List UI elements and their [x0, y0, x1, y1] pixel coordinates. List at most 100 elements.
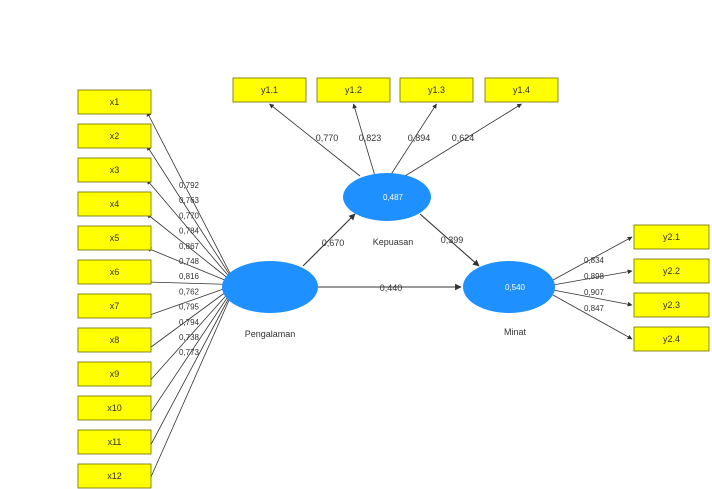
indicator-label: x3 — [110, 165, 120, 175]
loading-value-x11: 0,738 — [179, 333, 200, 342]
edge-loading-x8 — [146, 287, 233, 351]
indicator-x11[interactable]: x11 0,738 — [77, 333, 200, 455]
indicator-y2.2[interactable]: y2.20,898 — [584, 258, 710, 284]
loading-value-y2.1: 0,834 — [584, 256, 605, 265]
indicator-box — [77, 89, 152, 115]
indicator-box — [633, 292, 710, 318]
edges-layer — [146, 103, 633, 487]
construct-kepuasan-value: 0,487 — [383, 193, 404, 202]
edge-loading-x2 — [146, 145, 233, 279]
indicator-x1[interactable]: x1 0,792 — [77, 89, 200, 190]
path-pengalaman-kepuasan-value: 0,670 — [322, 238, 345, 248]
indicator-label: x7 — [110, 301, 120, 311]
indicator-label: y2.1 — [663, 232, 680, 242]
indicator-box — [77, 327, 152, 353]
loading-value-y2.2: 0,898 — [584, 272, 605, 281]
indicator-x10[interactable]: x10 0,794 — [77, 318, 200, 421]
loading-value-x8: 0,762 — [179, 287, 200, 296]
loading-value-x4: 0,784 — [179, 227, 200, 236]
indicator-label: y2.3 — [663, 300, 680, 310]
indicator-x7[interactable]: x7 0,816 — [77, 272, 200, 319]
indicator-x6[interactable]: x6 0,748 — [77, 257, 200, 285]
indicator-box — [77, 191, 152, 217]
indicator-y1.3[interactable]: y1.30,894 — [399, 77, 474, 143]
construct-kepuasan[interactable]: 0,487 Kepuasan — [343, 173, 431, 247]
edge-loading-y2.3 — [552, 289, 633, 307]
indicator-box — [633, 258, 710, 284]
loading-value-y2.3: 0,907 — [584, 288, 605, 297]
indicator-y1.1[interactable]: y1.10,770 — [232, 77, 339, 143]
edge-loading-x12 — [146, 293, 233, 487]
indicator-box — [77, 429, 152, 455]
indicator-box — [316, 77, 391, 103]
indicator-box — [77, 361, 152, 387]
loading-value-x12: 0,773 — [179, 348, 200, 357]
indicator-label: x9 — [110, 369, 120, 379]
construct-pengalaman[interactable]: Pengalaman — [222, 261, 318, 339]
indicator-label: x2 — [110, 131, 120, 141]
indicator-x4[interactable]: x40,784 — [77, 191, 200, 236]
loading-value-y2.4: 0,847 — [584, 304, 605, 313]
indicator-y2.1[interactable]: y2.1 0,834 — [584, 224, 710, 265]
indicator-label: y1.4 — [513, 85, 530, 95]
loading-value-y1.2: 0,823 — [359, 133, 382, 143]
loading-value-x7: 0,816 — [179, 272, 200, 281]
edge-loading-x1 — [146, 111, 233, 278]
indicator-box — [77, 225, 152, 251]
edge-loading-y2.1 — [552, 236, 633, 281]
indicator-x9[interactable]: x9 0,795 — [77, 303, 200, 387]
path-kepuasan-minat-value: 0,399 — [441, 235, 464, 245]
indicator-box — [77, 395, 152, 421]
indicator-y1.2[interactable]: y1.2 0,823 — [316, 77, 391, 143]
indicator-box — [77, 293, 152, 319]
indicator-label: x1 — [110, 97, 120, 107]
path-pengalaman-minat-value: 0,440 — [380, 283, 403, 293]
construct-minat-value: 0,540 — [505, 283, 526, 292]
loading-value-x5: 0,867 — [179, 242, 200, 251]
indicator-x3[interactable]: x3 0,770 — [77, 157, 200, 220]
indicator-box — [484, 77, 559, 103]
indicator-label: x6 — [110, 267, 120, 277]
indicator-box — [77, 259, 152, 285]
indicator-label: y1.2 — [345, 85, 362, 95]
loading-value-y1.1: 0,770 — [316, 133, 339, 143]
edge-loading-x11 — [146, 291, 233, 453]
indicator-label: x12 — [107, 471, 122, 481]
indicator-x2[interactable]: x2 0,763 — [77, 123, 200, 205]
loading-value-y1.4: 0,624 — [452, 133, 475, 143]
indicator-box — [232, 77, 307, 103]
edge-loading-x4 — [146, 213, 233, 282]
edge-loading-y1.3 — [389, 103, 437, 177]
edge-loading-y1.1 — [269, 103, 361, 177]
loading-value-x1: 0,792 — [179, 181, 200, 190]
construct-minat[interactable]: 0,540 Minat — [463, 261, 555, 337]
indicator-x8[interactable]: x8 0,762 — [77, 287, 200, 353]
loading-value-x10: 0,794 — [179, 318, 200, 327]
indicator-label: x8 — [110, 335, 120, 345]
indicator-x5[interactable]: x50,867 — [77, 225, 200, 251]
edge-loading-x3 — [146, 179, 233, 281]
indicator-label: x10 — [107, 403, 122, 413]
edge-loading-y1.2 — [352, 103, 376, 177]
loading-value-x3: 0,770 — [179, 211, 200, 220]
indicator-x12[interactable]: x12 0,773 — [77, 348, 200, 489]
loading-value-x2: 0,763 — [179, 196, 200, 205]
indicator-label: y1.3 — [428, 85, 445, 95]
edge-loading-x5 — [146, 247, 233, 284]
edge-loading-y2.2 — [552, 269, 633, 286]
indicator-y2.4[interactable]: y2.40,847 — [584, 304, 710, 352]
edge-kepuasan-minat — [419, 213, 480, 267]
indicator-box — [633, 326, 710, 352]
indicator-label: x11 — [108, 437, 122, 447]
indicator-box — [77, 123, 152, 149]
loading-value-x9: 0,795 — [179, 303, 200, 312]
edge-loading-x6 — [146, 279, 233, 285]
indicator-y2.3[interactable]: y2.3 0,907 — [584, 288, 710, 318]
indicator-box — [77, 157, 152, 183]
top-indicators-group: y1.10,770 y1.2 0,823 y1.30,894 y1.4 0,624 — [232, 77, 559, 143]
loading-value-x6: 0,748 — [179, 257, 200, 266]
edge-loading-y1.4 — [404, 103, 522, 177]
indicator-y1.4[interactable]: y1.4 0,624 — [452, 77, 559, 143]
